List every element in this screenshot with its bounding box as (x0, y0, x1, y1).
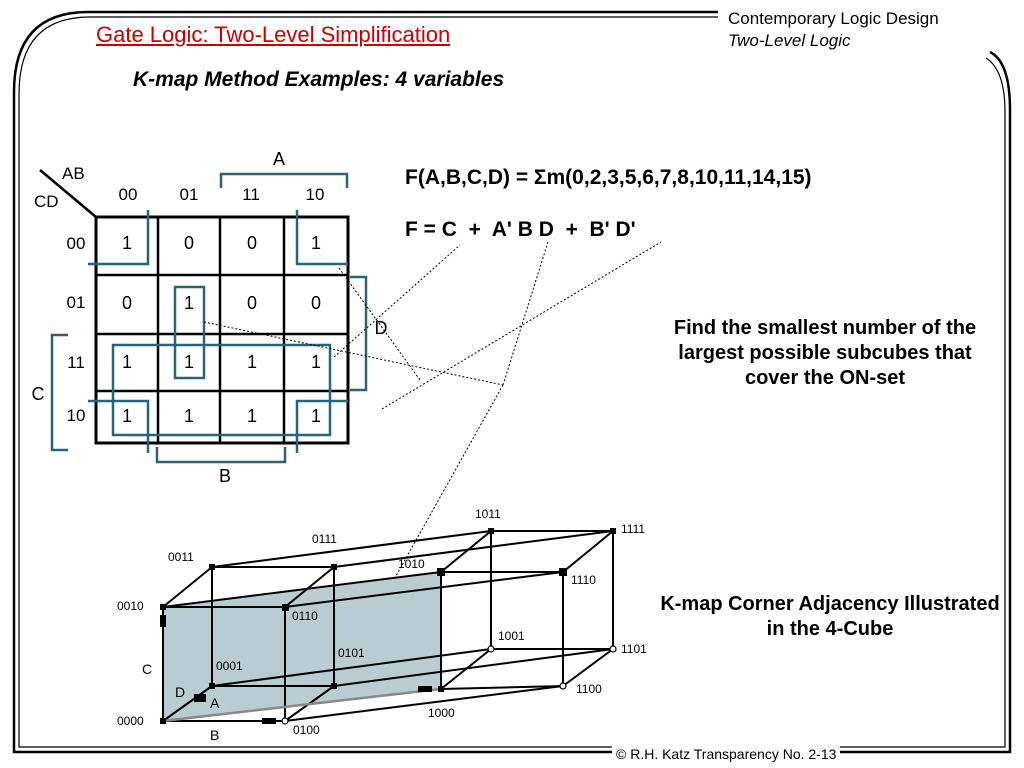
kmap-row-header: 00 (67, 234, 86, 253)
kmap-cell: 1 (247, 352, 257, 372)
kmap-row-header: 01 (67, 293, 86, 312)
cube-axis-d-label: D (175, 684, 185, 700)
vertex-label-1100: 1100 (576, 682, 602, 696)
kmap-corner-left: CD (34, 192, 59, 211)
cube-vertex-markers (160, 528, 616, 724)
kmap-cell: 1 (122, 233, 132, 253)
var-c-label: C (32, 384, 45, 404)
kmap-corner-top: AB (62, 164, 85, 183)
kmap-cell: 1 (184, 352, 194, 372)
vertex-label-1110: 1110 (571, 573, 596, 587)
vertex-label-0000: 0000 (117, 714, 144, 728)
cube-axis-a-label: A (210, 695, 220, 711)
chapter-title: Two-Level Logic (728, 31, 851, 50)
cube-axis-b-label: B (210, 727, 219, 743)
kmap-cell: 0 (122, 293, 132, 313)
course-title: Contemporary Logic Design (728, 9, 939, 28)
abd-loop (173, 285, 206, 380)
vertex-label-1001: 1001 (498, 629, 525, 643)
var-c-bracket (50, 333, 68, 452)
leader-lines (203, 241, 662, 609)
kmap-corner-divider (39, 169, 97, 218)
vertex-label-0011: 0011 (168, 550, 194, 564)
kmap: AB CD 00 01 11 10 00 01 11 10 1 0 0 1 0 … (32, 149, 662, 609)
kmap-row-header: 11 (67, 353, 85, 372)
kmap-cell: 1 (311, 352, 321, 372)
slide-footer: © R.H. Katz Transparency No. 2-13 (612, 746, 841, 762)
kmap-cell: 0 (247, 233, 257, 253)
var-a-label: A (273, 149, 285, 169)
kmap-col-header: 00 (119, 185, 138, 204)
var-d-label: D (375, 318, 388, 338)
kmap-row-header: 10 (67, 406, 86, 425)
c-loop (111, 343, 332, 437)
kmap-cell: 0 (311, 293, 321, 313)
kmap-grid-border (94, 215, 350, 445)
kmap-cell: 1 (311, 406, 321, 426)
kmap-cell: 1 (122, 352, 132, 372)
kmap-note: Find the smallest number of the largest … (673, 317, 977, 389)
corner-loop-top-right (295, 210, 348, 266)
kmap-cell: 1 (184, 406, 194, 426)
vertex-label-0001: 0001 (216, 659, 243, 673)
vertex-label-1111: 1111 (621, 522, 645, 536)
vertex-label-1011: 1011 (475, 507, 501, 521)
cube-note: K-map Corner Adjacency Illustrated in th… (660, 593, 1000, 640)
kmap-cell: 1 (122, 406, 132, 426)
vertex-label-0100: 0100 (293, 723, 320, 737)
four-cube: 0000 0001 0010 0011 0100 0101 0110 0111 … (117, 507, 647, 743)
kmap-col-header: 01 (180, 185, 199, 204)
vertex-label-0110: 0110 (292, 609, 318, 623)
corner-loop-bottom-right (295, 399, 348, 453)
vertex-label-1101: 1101 (621, 642, 647, 656)
var-b-label: B (219, 466, 231, 486)
kmap-cell: 0 (247, 293, 257, 313)
cube-axis-c-label: C (142, 661, 152, 677)
simplified-equation: F = C + A' B D + B' D' (405, 218, 636, 241)
var-a-bracket (219, 172, 349, 188)
vertex-label-0010: 0010 (117, 599, 144, 613)
slide-title: Gate Logic: Two-Level Simplification (96, 22, 451, 47)
kmap-cell: 1 (247, 406, 257, 426)
kmap-col-header: 11 (242, 185, 260, 204)
kmap-cell: 0 (184, 233, 194, 253)
kmap-col-header: 10 (306, 185, 325, 204)
var-d-bracket (350, 275, 368, 392)
slide-subtitle: K-map Method Examples: 4 variables (133, 68, 505, 91)
vertex-label-0111: 0111 (312, 532, 337, 546)
corner-loop-top-left (88, 210, 150, 266)
vertex-label-1010: 1010 (398, 557, 425, 571)
vertex-label-1000: 1000 (428, 706, 455, 720)
kmap-cell: 1 (311, 233, 321, 253)
var-b-bracket (155, 447, 287, 464)
vertex-label-0101: 0101 (338, 646, 365, 660)
kmap-cell: 1 (184, 293, 194, 313)
function-equation: F(A,B,C,D) = Σm(0,2,3,5,6,7,8,10,11,14,1… (405, 166, 812, 189)
